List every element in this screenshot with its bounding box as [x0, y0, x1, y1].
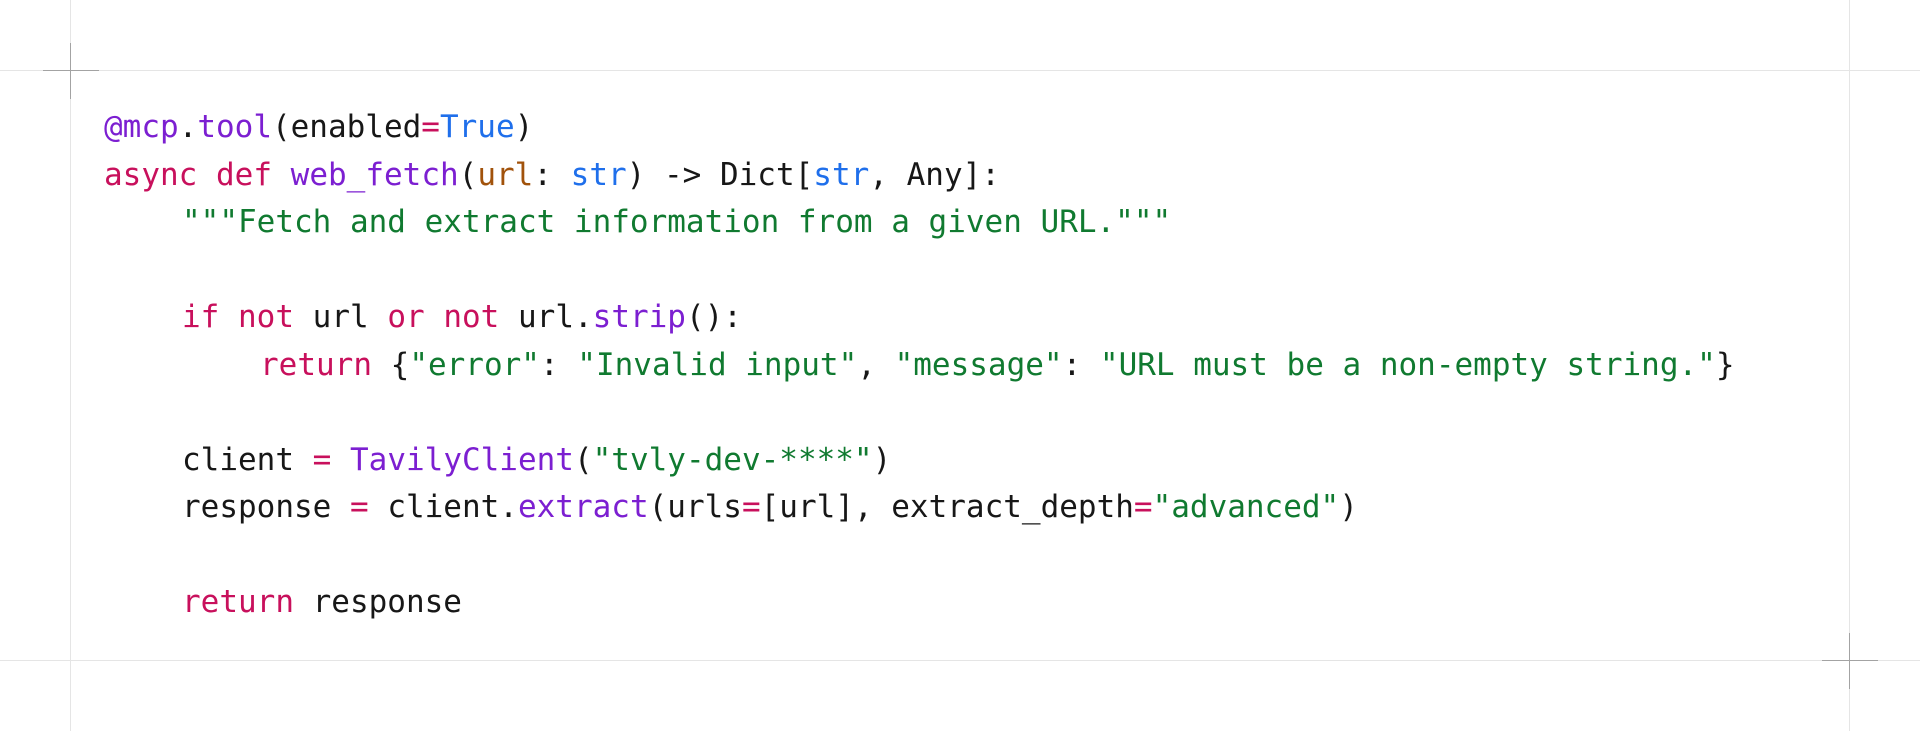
code-line: return response [104, 579, 1734, 627]
code-line: async def web_fetch(url: str) -> Dict[st… [104, 152, 1734, 200]
code-text: ( [458, 156, 478, 193]
code-operator: = [1133, 489, 1153, 525]
code-block[interactable]: @mcp.tool(enabled=True)async def web_fet… [104, 104, 1734, 627]
code-text: (enabled [271, 109, 422, 145]
guide-line-right [1849, 0, 1850, 731]
code-function: @mcp [104, 109, 179, 145]
code-text [197, 157, 216, 193]
code-text [272, 157, 291, 193]
code-parameter: url [477, 156, 534, 193]
code-text: , Any]: [869, 156, 1000, 193]
code-text: . [178, 109, 198, 145]
code-text: client [182, 441, 313, 478]
code-text: client. [368, 489, 518, 525]
code-keyword: async [104, 156, 198, 193]
code-function: strip [592, 299, 686, 335]
code-text: response [182, 489, 350, 525]
code-text [219, 299, 238, 335]
code-text: [url], extract_depth [760, 489, 1134, 525]
crosshair-top-left-icon [43, 43, 99, 99]
code-line [104, 389, 1734, 437]
guide-line-bottom [0, 660, 1920, 661]
code-line: client = TavilyClient("tvly-dev-****") [104, 437, 1734, 485]
guide-line-left [70, 0, 71, 731]
code-builtin: str [570, 156, 627, 193]
code-text: (urls [648, 489, 742, 525]
code-text: : [533, 156, 571, 193]
code-text: : [539, 346, 578, 383]
code-string: "error" [409, 346, 540, 383]
code-line: if not url or not url.strip(): [104, 294, 1734, 342]
code-text: (): [685, 299, 742, 335]
code-text: } [1715, 346, 1735, 383]
crosshair-bottom-right-icon [1822, 633, 1878, 689]
code-keyword: return [260, 346, 372, 383]
code-text: { [371, 346, 410, 383]
code-text: : [1062, 346, 1100, 383]
code-text: ( [573, 441, 593, 478]
code-keyword: not [238, 299, 294, 335]
code-line: """Fetch and extract information from a … [104, 199, 1734, 247]
code-string: "advanced" [1152, 489, 1340, 525]
code-line: return {"error": "Invalid input", "messa… [104, 342, 1734, 390]
code-line: response = client.extract(urls=[url], ex… [104, 484, 1734, 532]
code-text: ) [1339, 489, 1358, 525]
code-string: "URL must be a non-empty string." [1099, 346, 1716, 383]
code-builtin: str [813, 156, 870, 193]
code-string: """Fetch and extract information from a … [182, 204, 1172, 240]
code-keyword: or [387, 299, 425, 335]
code-line [104, 532, 1734, 580]
guide-line-top [0, 70, 1920, 71]
code-operator: = [421, 109, 440, 145]
code-string: "tvly-dev-****" [592, 441, 873, 478]
code-operator: = [312, 441, 332, 478]
code-text [331, 442, 350, 478]
code-text: ) -> Dict[ [626, 156, 814, 193]
code-text: url. [499, 299, 593, 335]
code-function: TavilyClient [350, 441, 574, 478]
code-operator: = [349, 489, 369, 525]
code-builtin: True [439, 109, 515, 145]
code-string: "message" [894, 346, 1063, 383]
code-function: tool [197, 109, 272, 145]
code-text: ) [872, 441, 892, 478]
code-text: url [294, 299, 388, 335]
code-line: @mcp.tool(enabled=True) [104, 104, 1734, 152]
code-text: response [293, 584, 462, 620]
code-function: web_fetch [290, 156, 459, 193]
code-keyword: if [182, 299, 220, 335]
code-keyword: not [443, 299, 500, 335]
code-function: extract [517, 489, 649, 525]
code-operator: = [741, 489, 761, 525]
code-text: ) [514, 109, 534, 145]
code-keyword: return [182, 584, 294, 620]
code-line [104, 247, 1734, 295]
code-text [425, 299, 444, 335]
code-string: "Invalid input" [577, 346, 858, 383]
code-keyword: def [216, 156, 272, 193]
code-text: , [857, 346, 895, 383]
